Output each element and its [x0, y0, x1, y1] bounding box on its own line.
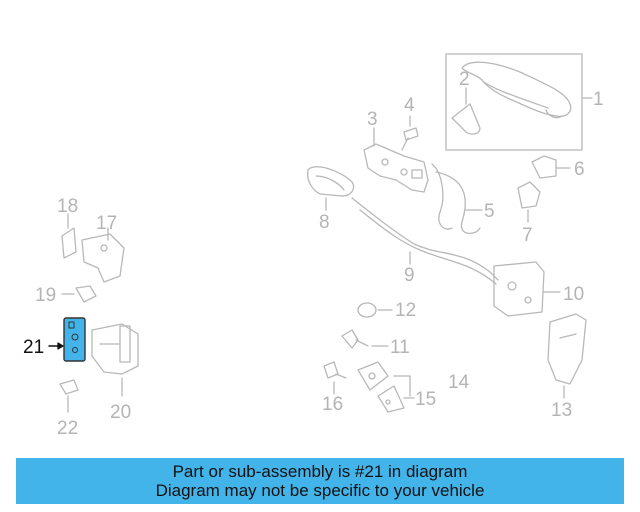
banner-line-1: Part or sub-assembly is #21 in diagram — [172, 462, 468, 481]
label-21-highlighted: 21 — [23, 337, 45, 358]
part-2-handle-cap — [451, 87, 481, 135]
part-1-outer-handle — [445, 53, 593, 151]
part-5-cable — [431, 163, 483, 234]
part-10-latch — [493, 261, 561, 317]
part-15-plate — [377, 385, 415, 413]
part-7-bracket — [517, 181, 541, 223]
label-7: 7 — [522, 225, 533, 246]
part-9-cables — [351, 197, 499, 285]
label-16: 16 — [322, 394, 344, 415]
part-13-guard — [547, 313, 587, 399]
part-22-bolt — [59, 379, 79, 413]
part-20-hinge — [91, 323, 139, 397]
label-17: 17 — [96, 213, 118, 234]
label-2: 2 — [459, 69, 470, 90]
label-8: 8 — [319, 212, 330, 233]
part-8-inner-handle — [306, 166, 355, 211]
label-6: 6 — [574, 159, 585, 180]
label-20: 20 — [110, 402, 132, 423]
label-13: 13 — [551, 400, 573, 421]
part-3-handle-frame — [363, 127, 429, 193]
part-17-check-assembly — [81, 227, 125, 283]
part-19-bolt — [61, 285, 97, 303]
banner-line-2: Diagram may not be specific to your vehi… — [155, 481, 485, 500]
label-15: 15 — [415, 389, 437, 410]
part-6-clip — [531, 155, 571, 179]
part-14-striker — [357, 361, 411, 397]
label-9: 9 — [404, 265, 415, 286]
label-5: 5 — [484, 201, 495, 222]
info-banner: Part or sub-assembly is #21 in diagram D… — [16, 458, 624, 504]
label-19: 19 — [35, 285, 57, 306]
label-22: 22 — [57, 418, 79, 439]
parts-diagram — [48, 53, 593, 413]
part-11-screw — [341, 329, 389, 349]
label-12: 12 — [395, 300, 417, 321]
label-14: 14 — [448, 372, 470, 393]
part-18-cover — [61, 213, 77, 259]
label-11: 11 — [390, 337, 410, 358]
label-4: 4 — [404, 95, 415, 116]
label-10: 10 — [563, 284, 585, 305]
label-3: 3 — [367, 109, 378, 130]
part-12-grommet — [357, 302, 393, 318]
part-16-screw — [323, 361, 347, 395]
part-4-bolt — [401, 115, 419, 151]
label-18: 18 — [57, 196, 79, 217]
part-21-highlighted[interactable] — [48, 317, 86, 362]
label-1: 1 — [593, 89, 604, 110]
